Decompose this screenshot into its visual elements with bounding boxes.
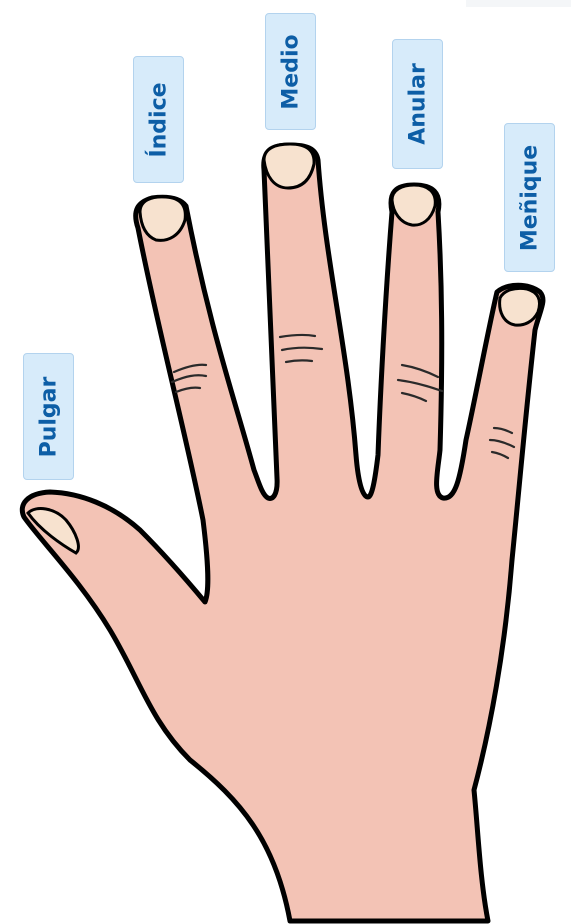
ring-label-text: Anular: [405, 63, 430, 145]
thumb-label-text: Pulgar: [36, 376, 61, 457]
index-label-text: Índice: [146, 82, 171, 157]
index-nail: [140, 197, 185, 241]
pinky-label-text: Meñique: [517, 144, 542, 250]
ring-label: Anular: [392, 39, 443, 169]
ring-nail: [392, 185, 435, 225]
middle-nail: [264, 144, 314, 188]
pinky-nail: [500, 288, 540, 325]
pinky-label: Meñique: [504, 123, 555, 272]
middle-label-text: Medio: [278, 34, 303, 109]
hand-outline: [22, 145, 543, 921]
index-label: Índice: [133, 56, 184, 183]
thumb-label: Pulgar: [23, 353, 74, 480]
middle-label: Medio: [265, 13, 316, 130]
